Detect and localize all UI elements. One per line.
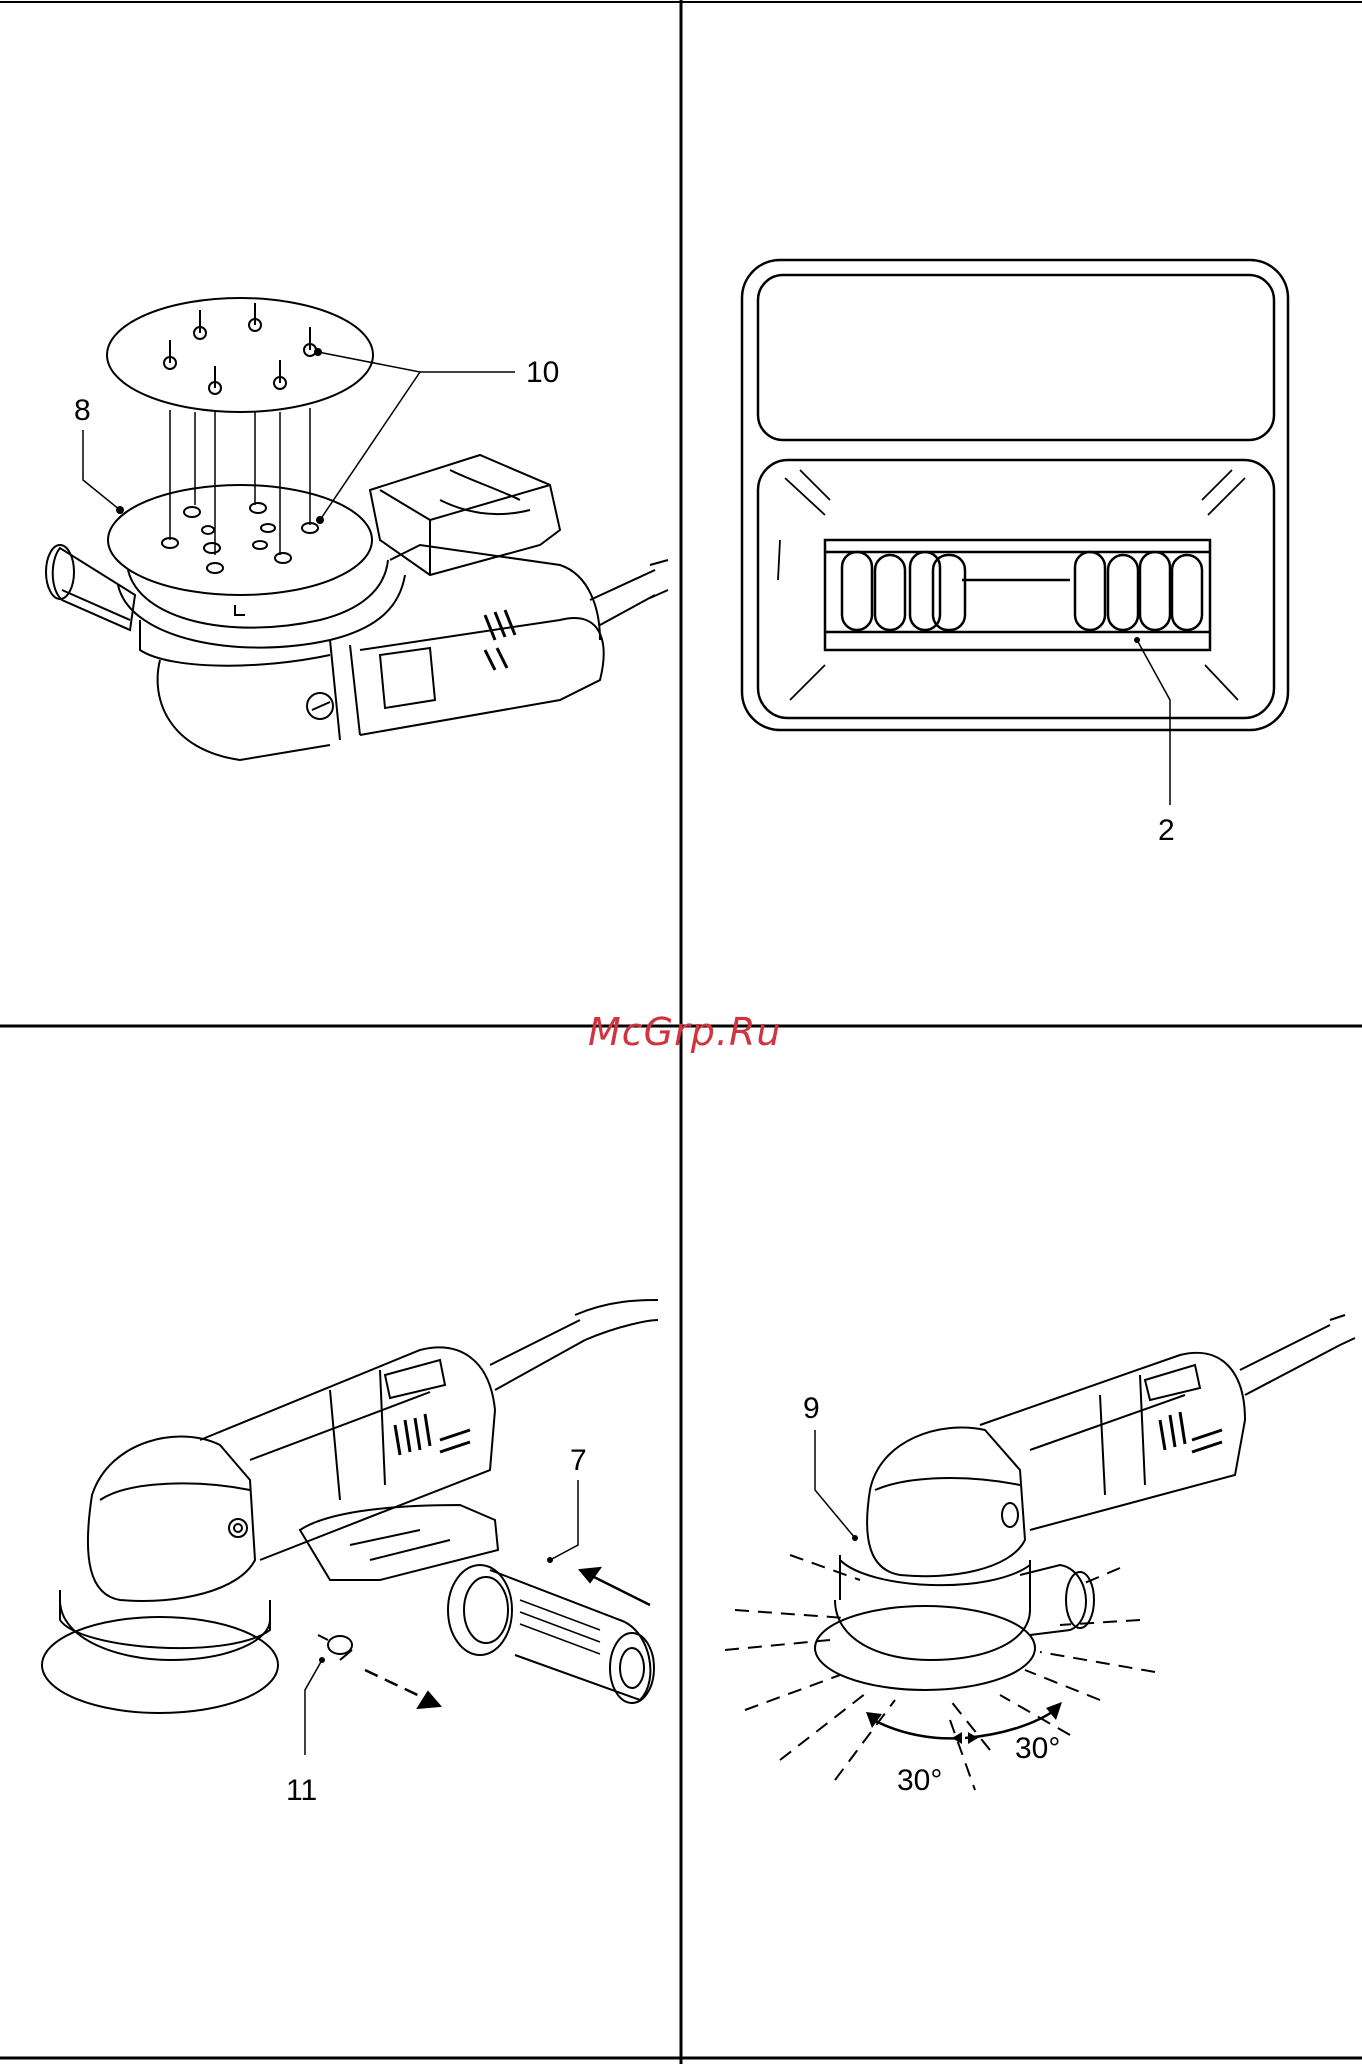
- leader-lines: [83, 352, 515, 520]
- panel-top-right-brush-window: [742, 260, 1288, 805]
- vent-slots: [485, 610, 515, 670]
- angle-rays: [725, 1555, 1155, 1790]
- gear-head: [88, 1437, 255, 1601]
- panel-bottom-left-handle: [42, 1300, 658, 1755]
- gear-head: [867, 1428, 1025, 1577]
- carbon-brushes-left: [842, 552, 965, 630]
- watermark-text: McGrp.Ru: [588, 1010, 781, 1054]
- handle-screw: [328, 1636, 352, 1654]
- arrow-screw: [365, 1670, 428, 1700]
- callout-9: 9: [803, 1392, 820, 1425]
- upper-window: [758, 275, 1274, 440]
- power-cord: [1240, 1325, 1340, 1395]
- callout-11: 11: [286, 1774, 317, 1807]
- power-cord: [590, 570, 655, 625]
- callout-7: 7: [570, 1444, 587, 1477]
- carbon-brushes-right: [1075, 552, 1202, 630]
- callout-2: 2: [1158, 814, 1175, 847]
- disc-holes: [164, 303, 316, 394]
- angle-label-right: 30°: [1015, 1732, 1060, 1765]
- pad-holes: [162, 503, 318, 573]
- lower-window: [758, 460, 1274, 718]
- angle-label-left: 30°: [897, 1764, 942, 1797]
- panel-top-left-sanding-disc: [46, 298, 668, 760]
- panel-bottom-right-angle: [725, 1315, 1355, 1790]
- angle-arc-left: [870, 1718, 962, 1738]
- power-cord: [490, 1320, 585, 1390]
- callout-10: 10: [526, 356, 559, 389]
- alignment-lines: [170, 408, 310, 555]
- callout-8: 8: [74, 394, 91, 427]
